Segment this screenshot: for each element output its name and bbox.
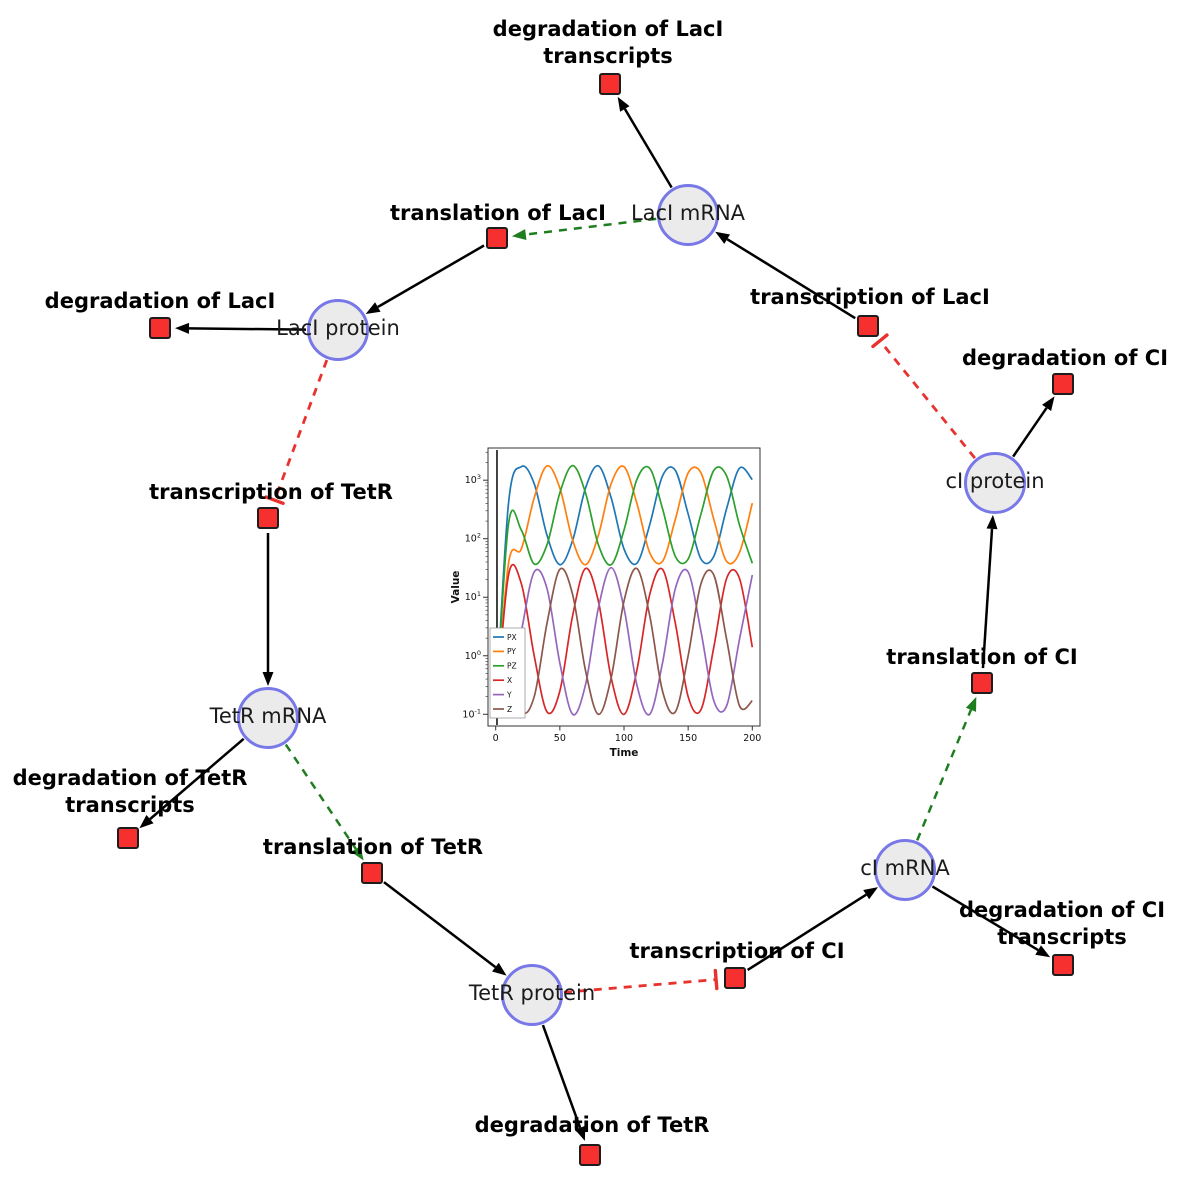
- edge-transcription_ci-to-ci_mrna: [746, 887, 878, 972]
- series-line-Y: [495, 566, 754, 716]
- reaction-label-line: degradation of LacI: [492, 17, 724, 41]
- reaction-label-line: degradation of CI: [961, 345, 1169, 370]
- edge-laci_mrna-to-deg_laci_transcripts: [617, 96, 673, 189]
- species-node-tetr_protein[interactable]: [501, 964, 563, 1026]
- reaction-label-line: translation of TetR: [262, 834, 484, 859]
- chart-plot-frame: [487, 447, 761, 727]
- edge-translation_tetr-to-tetr_protein: [383, 881, 507, 976]
- x-tick-label: 50: [554, 733, 566, 744]
- legend-label: PX: [507, 633, 517, 642]
- reaction-node-transcription_tetr[interactable]: [257, 507, 279, 529]
- species-label-tetr_protein: TetR protein: [468, 981, 596, 1005]
- reaction-node-transcription_laci[interactable]: [857, 315, 879, 337]
- reaction-label-translation_tetr: translation of TetR: [203, 834, 543, 861]
- legend-label: Z: [507, 705, 512, 714]
- species-label-ci_protein: cI protein: [945, 469, 1045, 493]
- reaction-label-deg_ci: degradation of CI: [895, 345, 1189, 372]
- species-label-laci_protein: LacI protein: [276, 316, 400, 340]
- reaction-label-line: degradation of TetR: [474, 1112, 710, 1137]
- legend-label: PZ: [507, 662, 517, 671]
- edge-ci_mrna-to-deg_ci_transcripts: [931, 885, 1051, 958]
- reaction-label-line: transcription of CI: [629, 938, 845, 963]
- edge-translation_ci-to-ci_protein: [981, 514, 998, 669]
- reaction-label-line: transcripts: [997, 925, 1127, 949]
- reaction-node-deg_laci_transcripts[interactable]: [599, 73, 621, 95]
- reaction-label-line: transcripts: [543, 44, 673, 68]
- legend-label: X: [507, 676, 512, 685]
- edge-transcription_tetr-to-tetr_mrna: [262, 533, 274, 686]
- reaction-label-line: transcription of LacI: [750, 284, 990, 309]
- reaction-node-deg_ci[interactable]: [1052, 373, 1074, 395]
- chart-series-group: [494, 464, 754, 716]
- series-line-PZ: [494, 464, 754, 715]
- reaction-label-line: transcripts: [65, 793, 195, 817]
- species-label-tetr_mrna: TetR mRNA: [209, 704, 327, 728]
- species-label-ci_mrna: cI mRNA: [860, 856, 950, 880]
- legend-label: PY: [507, 647, 516, 656]
- reaction-node-deg_laci[interactable]: [149, 317, 171, 339]
- species-node-laci_protein[interactable]: [307, 299, 369, 361]
- reaction-label-line: degradation of CI: [958, 898, 1166, 922]
- reaction-label-line: degradation of TetR: [12, 766, 248, 790]
- reaction-label-transcription_tetr: transcription of TetR: [101, 479, 441, 506]
- edge-transcription_laci-to-laci_mrna: [715, 231, 856, 320]
- y-tick-label: 103: [465, 473, 481, 486]
- reaction-label-transcription_laci: transcription of LacI: [700, 284, 1040, 311]
- edge-tetr_protein-to-deg_tetr: [541, 1024, 586, 1141]
- reaction-label-translation_laci: translation of LacI: [328, 200, 668, 227]
- series-line-PY: [494, 464, 754, 715]
- reaction-node-transcription_ci[interactable]: [724, 967, 746, 989]
- species-label-laci_mrna: LacI mRNA: [630, 201, 746, 225]
- species-node-tetr_mrna[interactable]: [237, 687, 299, 749]
- reaction-label-deg_tetr_transcripts: degradation of TetR transcripts: [0, 765, 300, 819]
- reaction-node-translation_laci[interactable]: [486, 227, 508, 249]
- edge-tetr_mrna-to-deg_tetr_transcripts: [139, 737, 245, 829]
- reaction-label-deg_tetr: degradation of TetR: [422, 1112, 762, 1139]
- reaction-label-line: degradation of LacI: [44, 288, 276, 313]
- reaction-node-deg_ci_transcripts[interactable]: [1052, 954, 1074, 976]
- edge-ci_protein-to-transcription_laci: [871, 333, 976, 460]
- species-node-ci_protein[interactable]: [964, 452, 1026, 514]
- x-tick-label: 100: [615, 733, 633, 744]
- reaction-label-deg_laci_transcripts: degradation of LacI transcripts: [438, 16, 778, 70]
- edge-tetr_protein-to-transcription_ci: [563, 968, 719, 994]
- series-line-PX: [494, 464, 753, 715]
- edge-ci_protein-to-deg_ci: [1012, 396, 1055, 458]
- edge-ci_mrna-to-translation_ci: [916, 696, 977, 841]
- species-node-laci_mrna[interactable]: [657, 184, 719, 246]
- x-axis-label: Time: [610, 747, 639, 759]
- edge-laci_protein-to-deg_laci: [174, 322, 307, 334]
- reaction-label-transcription_ci: transcription of CI: [567, 938, 907, 965]
- reaction-node-translation_ci[interactable]: [971, 672, 993, 694]
- x-tick-label: 150: [679, 733, 697, 744]
- reaction-label-deg_laci: degradation of LacI: [0, 288, 330, 315]
- series-line-X: [494, 563, 754, 716]
- reaction-node-deg_tetr_transcripts[interactable]: [117, 827, 139, 849]
- legend-label: Y: [506, 690, 512, 699]
- reaction-label-line: transcription of TetR: [149, 479, 393, 504]
- series-line-Z: [494, 567, 753, 716]
- y-tick-label: 101: [465, 590, 481, 603]
- species-node-ci_mrna[interactable]: [874, 839, 936, 901]
- y-tick-label: 102: [465, 532, 481, 545]
- chart-legend: PX PY PZ XYZ: [489, 627, 526, 719]
- reaction-label-line: translation of LacI: [390, 200, 606, 225]
- reaction-label-deg_ci_transcripts: degradation of CI transcripts: [892, 897, 1189, 951]
- edge-laci_protein-to-transcription_tetr: [264, 359, 329, 506]
- edge-laci_mrna-to-translation_laci: [511, 217, 657, 240]
- y-axis-label: Value: [450, 571, 462, 604]
- reaction-node-deg_tetr[interactable]: [579, 1144, 601, 1166]
- y-tick-label: 10-1: [462, 707, 481, 720]
- edge-tetr_mrna-to-translation_tetr: [284, 743, 364, 861]
- edge-translation_laci-to-laci_protein: [365, 244, 485, 314]
- reaction-node-translation_tetr[interactable]: [361, 862, 383, 884]
- reaction-label-translation_ci: translation of CI: [812, 644, 1152, 671]
- reaction-label-line: translation of CI: [886, 644, 1078, 669]
- x-tick-label: 200: [743, 733, 761, 744]
- y-tick-label: 100: [465, 649, 481, 662]
- x-tick-label: 0: [493, 733, 499, 744]
